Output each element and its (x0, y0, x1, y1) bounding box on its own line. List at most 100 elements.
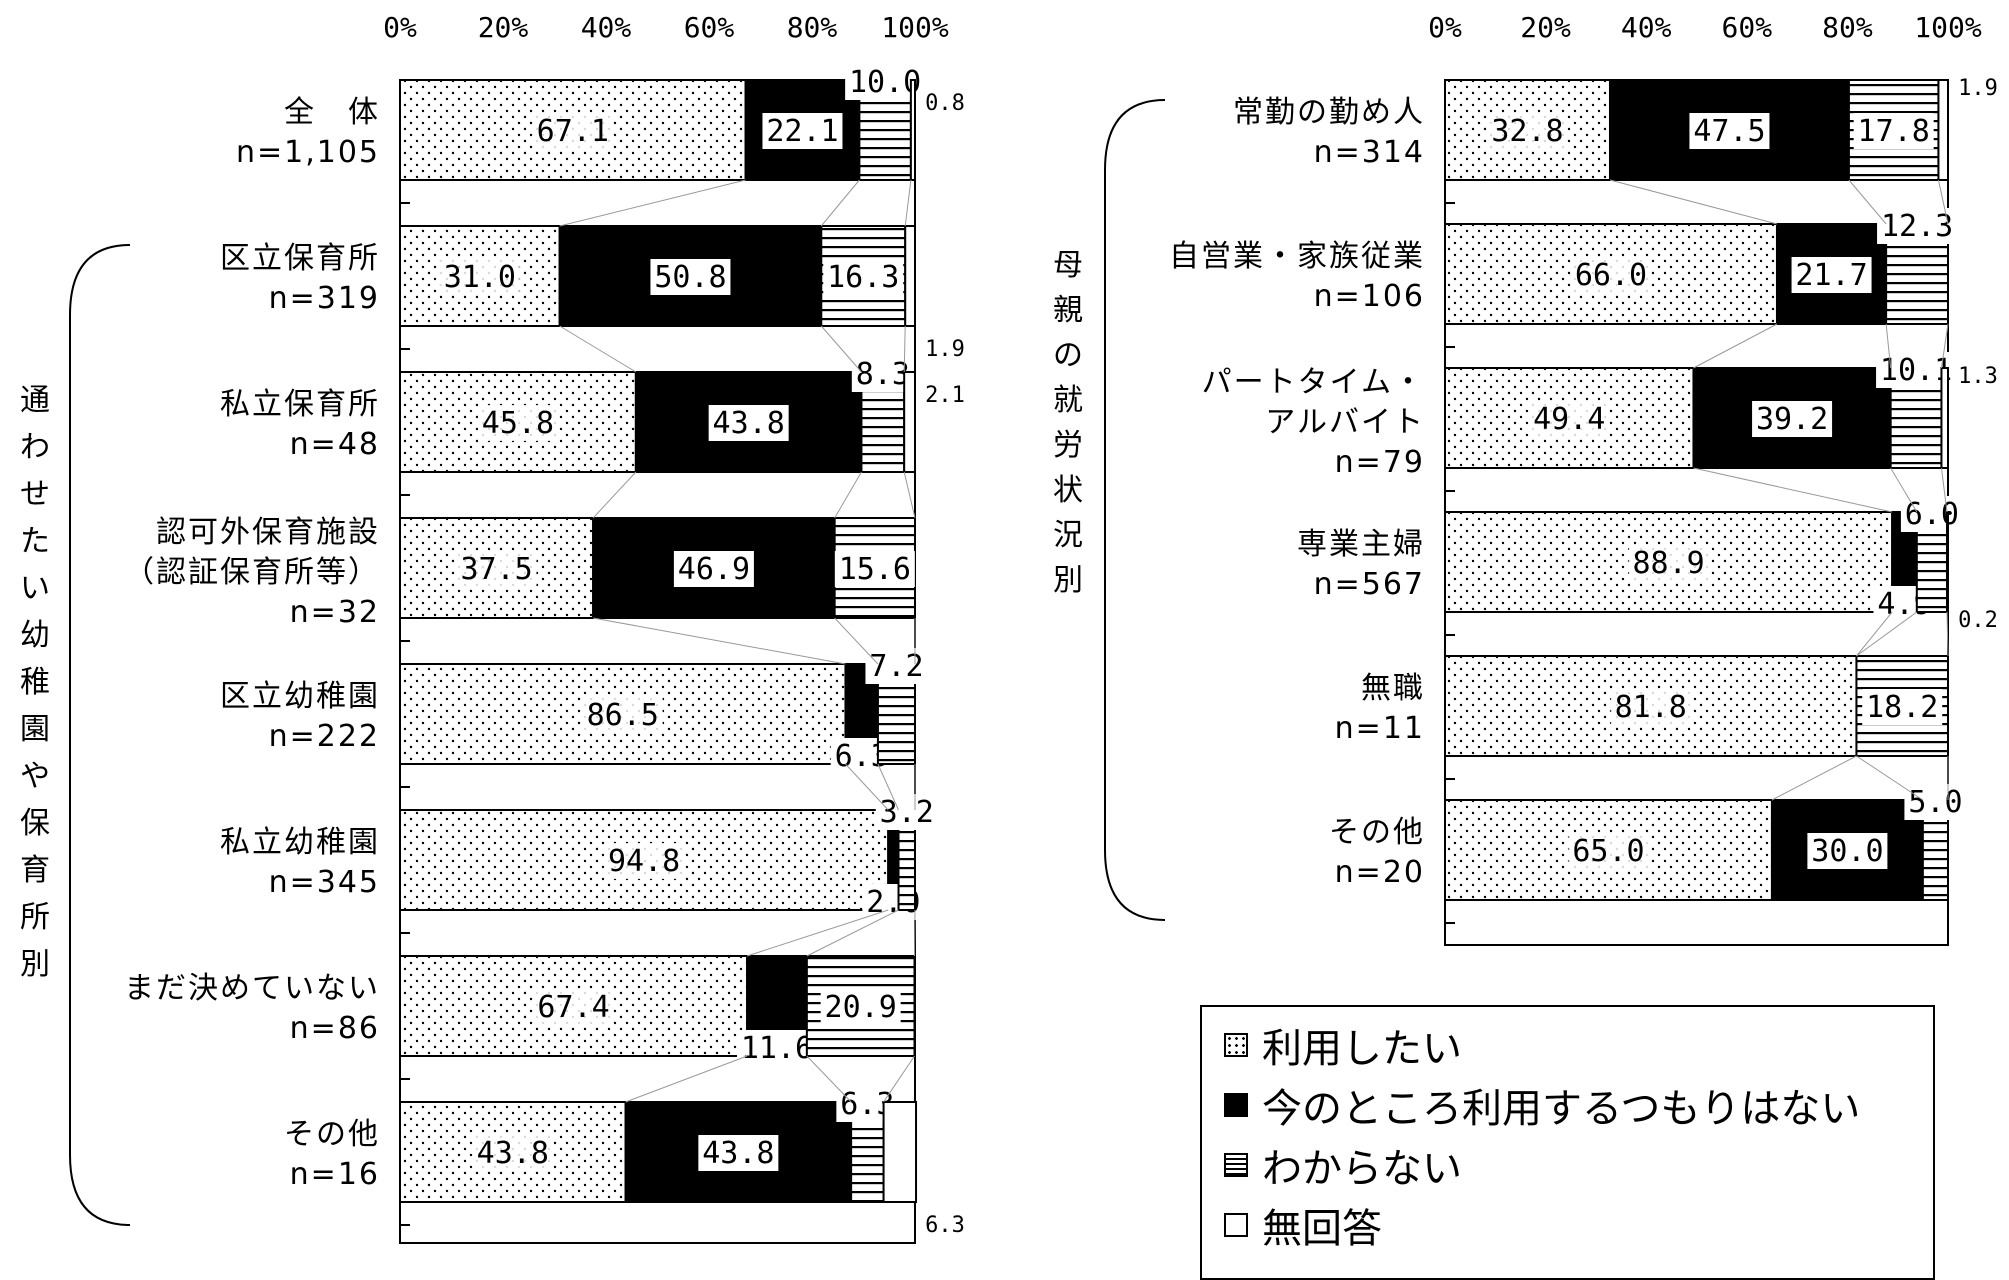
data-label: 43.8 (477, 1136, 549, 1171)
group-label-char: 所 (20, 900, 50, 935)
data-label: 1.9 (925, 337, 965, 362)
data-label-bg (823, 259, 904, 295)
group-label-char: 別 (1053, 563, 1083, 598)
data-label: 50.8 (654, 260, 726, 295)
bar-segment-4 (1940, 367, 1950, 469)
data-label: 39.2 (1756, 402, 1828, 437)
connector-line (903, 471, 916, 519)
data-label: 94.8 (608, 844, 680, 879)
data-label-bg (1791, 257, 1872, 293)
data-label-bg (650, 259, 731, 295)
group-label-char: や (20, 759, 50, 794)
data-label: 16.3 (827, 260, 899, 295)
data-label-bg (472, 1135, 553, 1171)
data-label-bg (834, 551, 915, 587)
category-n-label: n=319 (269, 281, 380, 316)
data-label: 67.4 (537, 990, 609, 1025)
data-label: 46.9 (678, 552, 750, 587)
data-label: 32.8 (1491, 114, 1563, 149)
connector-line (1890, 467, 1918, 513)
connector-line (1856, 611, 1893, 657)
category-n-label: n=222 (269, 719, 380, 754)
legend-label: 今のところ利用するつもりはない (1262, 1086, 1861, 1132)
data-label-bg (439, 259, 520, 295)
legend-label: 利用したい (1262, 1026, 1462, 1072)
data-label: 37.5 (460, 552, 532, 587)
data-label-bg (865, 648, 928, 684)
data-label-bg (875, 794, 938, 830)
group-label-char: 状 (1053, 473, 1083, 508)
data-label: 2.1 (925, 383, 965, 408)
bar-segment-4 (904, 225, 917, 327)
bar-segment-4 (882, 1101, 918, 1203)
data-label-bg (673, 551, 754, 587)
data-label-bg (533, 989, 614, 1025)
data-label: 22.1 (766, 114, 838, 149)
data-label: 17.8 (1858, 114, 1930, 149)
data-label-bg (1628, 545, 1709, 581)
group-label-char: の (1053, 338, 1083, 373)
x-tick-label: 0% (1428, 11, 1462, 44)
data-label-bg (532, 113, 613, 149)
connector-line (1946, 611, 1949, 657)
connector-line (1609, 179, 1778, 225)
data-label: 0.2 (1958, 608, 1998, 633)
connector-line (1885, 323, 1892, 369)
group-label-char: 母 (1053, 248, 1083, 283)
connector-line (904, 179, 912, 227)
category-label: 認可外保育施設 (156, 515, 380, 550)
connector-line (877, 763, 899, 811)
category-n-label: n=314 (1314, 135, 1425, 170)
data-label-bg (762, 113, 843, 149)
category-label: 私立幼稚園 (220, 825, 380, 860)
category-label: 全 体 (284, 95, 380, 130)
connector-line (1693, 323, 1778, 369)
connector-line (746, 909, 889, 957)
connector-line (806, 909, 899, 957)
connector-line (1771, 755, 1857, 801)
data-label-bg (1877, 208, 1958, 244)
category-label: パートタイム・ (1202, 365, 1425, 400)
chart-legend: 利用したい 今のところ利用するつもりはない わからない 無回答 (1200, 1005, 1935, 1280)
group-label-char: 況 (1053, 518, 1083, 553)
data-label: 47.5 (1693, 114, 1765, 149)
legend-label: 無回答 (1262, 1206, 1382, 1252)
x-tick-label: 80% (787, 11, 838, 44)
group-label-char: 保 (20, 806, 50, 841)
x-tick-label: 20% (1520, 11, 1571, 44)
data-label-bg (456, 551, 537, 587)
data-label: 31.0 (444, 260, 516, 295)
data-label: 67.1 (537, 114, 609, 149)
legend-item-dont-know: わからない (1224, 1135, 1911, 1195)
data-label-bg (1853, 113, 1934, 149)
group-label-char: た (20, 524, 50, 559)
category-n-label: n=567 (1314, 567, 1425, 602)
data-label-bg (1904, 784, 1967, 820)
bar-segment-4 (1945, 511, 1950, 613)
connector-line (1940, 467, 1948, 513)
data-label: 88.9 (1632, 546, 1704, 581)
data-label-bg (1862, 689, 1943, 725)
x-tick-label: 60% (1722, 11, 1773, 44)
group-label-char: 就 (1053, 383, 1083, 418)
connector-line (559, 325, 637, 373)
data-label: 10.0 (849, 65, 921, 100)
connector-line (903, 325, 906, 373)
connector-line (1856, 611, 1918, 657)
legend-swatch-dots-icon (1224, 1033, 1248, 1057)
group-label-char: 労 (1053, 428, 1083, 463)
connector-line (834, 617, 879, 665)
x-tick-label: 100% (1914, 11, 1982, 44)
bar-segment-4 (909, 79, 917, 181)
bar-segment-4 (1937, 79, 1949, 181)
x-tick-label: 0% (383, 11, 417, 44)
connector-line (1693, 467, 1893, 513)
category-label: 専業主婦 (1297, 527, 1425, 562)
category-n-label: n=106 (1314, 279, 1425, 314)
data-label: 20.9 (825, 990, 897, 1025)
data-label: 1.9 (1958, 76, 1998, 101)
category-n-label: n=20 (1335, 855, 1425, 890)
category-label: 区立保育所 (220, 241, 380, 276)
group-label-char: 別 (20, 947, 50, 982)
